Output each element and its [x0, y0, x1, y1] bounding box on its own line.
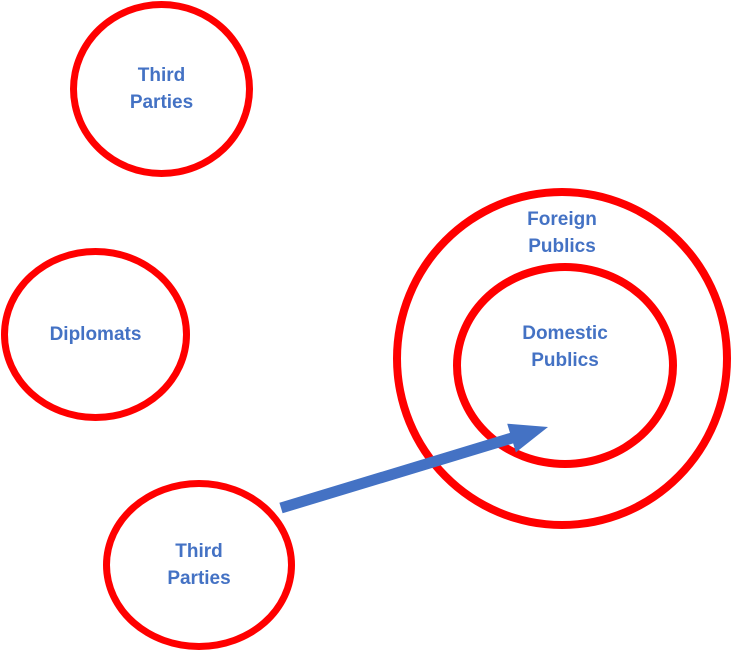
- third-parties-bottom-label: Third Parties: [167, 538, 230, 592]
- third-parties-top-line2: Parties: [129, 92, 194, 113]
- foreign-publics-line2: Publics: [528, 236, 596, 257]
- circle-third-parties-top: Third Parties: [70, 1, 253, 177]
- domestic-publics-line2: Publics: [531, 350, 599, 371]
- circle-domestic-publics: [453, 263, 677, 468]
- diplomats-label: Diplomats: [50, 321, 142, 348]
- foreign-publics-line1: Foreign: [527, 209, 597, 230]
- third-parties-top-line1: Third: [137, 65, 186, 86]
- circle-diplomats: Diplomats: [1, 248, 190, 421]
- third-parties-bottom-line1: Third: [175, 541, 223, 562]
- third-parties-bottom-line2: Parties: [167, 568, 231, 589]
- domestic-publics-line1: Domestic: [522, 323, 608, 344]
- diplomats-line1: Diplomats: [49, 324, 142, 345]
- third-parties-top-label: Third Parties: [130, 62, 193, 116]
- foreign-publics-label: Foreign Publics: [393, 206, 731, 260]
- circle-foreign-publics: [393, 188, 731, 529]
- circle-third-parties-bottom: Third Parties: [103, 480, 295, 650]
- domestic-publics-label: Domestic Publics: [453, 320, 677, 374]
